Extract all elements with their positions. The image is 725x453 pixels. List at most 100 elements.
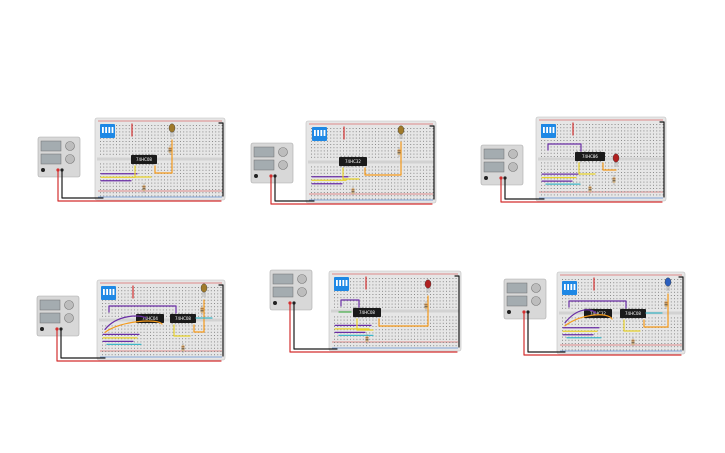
wire[interactable] [60,329,106,359]
wire[interactable] [659,121,665,198]
current-knob[interactable] [278,160,288,170]
wire[interactable] [500,178,663,203]
negative-terminal[interactable] [292,301,296,305]
wire[interactable] [378,295,429,327]
wire[interactable] [578,162,596,175]
wire[interactable] [293,303,338,350]
wire[interactable] [364,141,402,176]
ground-terminal[interactable] [40,327,44,331]
wire[interactable] [342,167,360,180]
current-knob[interactable] [64,313,74,323]
current-knob[interactable] [297,287,307,297]
resistor[interactable] [397,149,401,155]
wire[interactable] [104,315,147,330]
hole [626,327,627,328]
resistor[interactable] [200,307,204,313]
positive-terminal[interactable] [56,168,60,172]
dip-switch-lever[interactable] [108,127,111,133]
resistor[interactable] [142,185,146,191]
positive-terminal[interactable] [499,176,503,180]
wire[interactable] [454,275,460,348]
resistor[interactable] [424,303,428,309]
dip-switch-lever[interactable] [345,280,348,286]
resistor[interactable] [181,345,185,351]
positive-terminal[interactable] [55,327,59,331]
hole [385,303,387,305]
wire[interactable] [61,170,104,199]
wire[interactable] [429,125,435,200]
resistor[interactable] [365,336,369,342]
voltage-knob[interactable] [65,141,75,151]
led[interactable] [168,123,176,133]
resistor[interactable] [612,177,616,183]
dip-switch-lever[interactable] [552,127,555,133]
wire[interactable] [218,284,224,357]
wire[interactable] [340,299,360,308]
voltage-knob[interactable] [297,274,307,284]
ground-terminal[interactable] [254,174,258,178]
voltage-knob[interactable] [508,149,518,159]
dip-switch-lever[interactable] [111,127,114,133]
negative-terminal[interactable] [60,168,64,172]
dip-switch-lever[interactable] [314,130,316,136]
led[interactable] [424,279,432,289]
wire[interactable] [602,162,617,171]
dip-switch-lever[interactable] [317,130,319,136]
resistor[interactable] [168,147,172,153]
hole [404,335,406,337]
led[interactable] [612,153,620,163]
current-knob[interactable] [508,162,518,172]
resistor[interactable] [351,188,355,194]
dip-switch-lever[interactable] [323,130,326,136]
wire[interactable] [270,176,433,205]
ground-terminal[interactable] [273,301,277,305]
positive-terminal[interactable] [288,301,292,305]
dip-switch-lever[interactable] [549,127,552,133]
dip-switch-lever[interactable] [543,127,545,133]
hole [384,140,386,142]
dip-switch-lever[interactable] [336,280,338,286]
voltage-knob[interactable] [64,300,74,310]
led[interactable] [397,125,405,135]
wire[interactable] [547,143,582,152]
wire[interactable] [154,139,173,174]
hole [353,278,355,279]
ground-terminal[interactable] [484,176,488,180]
wire[interactable] [134,165,152,178]
wire[interactable] [57,170,222,202]
current-knob[interactable] [65,154,75,164]
negative-terminal[interactable] [273,174,277,178]
wire[interactable] [193,299,205,333]
wire[interactable] [289,303,458,353]
wire[interactable] [108,305,177,314]
voltage-knob[interactable] [278,147,288,157]
dip-switch-lever[interactable] [106,289,108,295]
dip-switch-lever[interactable] [109,289,112,295]
wire[interactable] [504,178,545,200]
dip-switch-lever[interactable] [339,280,341,286]
hole [144,153,146,155]
wire[interactable] [173,324,191,337]
wire[interactable] [356,318,374,331]
dip-switch-lever[interactable] [546,127,548,133]
hole [643,152,645,154]
hole [333,198,335,200]
dip-switch-lever[interactable] [103,289,105,295]
wire[interactable] [56,329,222,362]
positive-terminal[interactable] [269,174,273,178]
dip-switch-lever[interactable] [320,130,323,136]
negative-terminal[interactable] [59,327,63,331]
negative-terminal[interactable] [503,176,507,180]
wire[interactable] [104,320,163,333]
ground-terminal[interactable] [41,168,45,172]
hole [569,130,571,132]
wire[interactable] [274,176,315,202]
led[interactable] [200,283,208,293]
hole [436,345,438,347]
dip-switch-lever[interactable] [112,289,115,295]
dip-switch-lever[interactable] [105,127,107,133]
resistor[interactable] [588,186,592,192]
dip-switch-lever[interactable] [102,127,104,133]
wire[interactable] [218,122,224,197]
dip-switch-lever[interactable] [342,280,345,286]
